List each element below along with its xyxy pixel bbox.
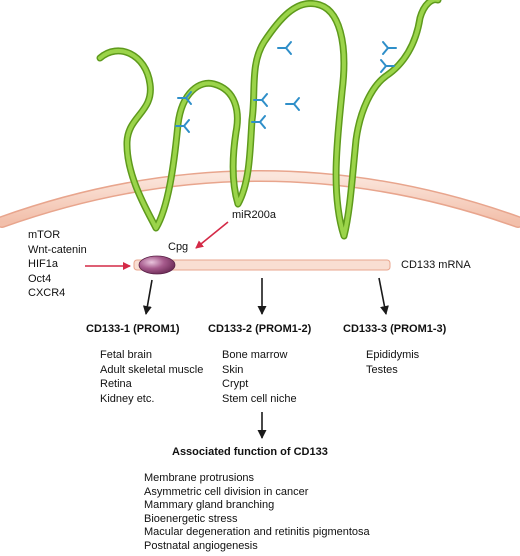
- mrna-label: CD133 mRNA: [401, 259, 471, 271]
- function-item: Bioenergetic stress: [144, 512, 238, 525]
- regulator-item: mTOR: [28, 229, 61, 241]
- isoform-tissue-list: Epididymis Testes: [366, 348, 419, 377]
- tissue-item: Epididymis: [366, 349, 420, 361]
- arrow-isoform-1: [142, 279, 153, 315]
- tissue-item: Skin: [222, 363, 244, 376]
- cpg-label: Cpg: [168, 241, 189, 253]
- tissue-item: Bone marrow: [222, 349, 288, 361]
- regulator-item: CXCR4: [28, 287, 66, 299]
- function-item: Postnatal angiogenesis: [144, 539, 258, 552]
- function-list: Membrane protrusions Asymmetric cell div…: [144, 472, 370, 554]
- tissue-item: Stem cell niche: [222, 392, 297, 405]
- regulator-item: Wnt-catenin: [28, 243, 87, 256]
- tissue-item: Testes: [366, 363, 398, 376]
- mirna-label: miR200a: [232, 209, 277, 221]
- function-item: Asymmetric cell division in cancer: [144, 485, 309, 498]
- tissue-item: Kidney etc.: [100, 392, 155, 405]
- regulator-list: mTOR Wnt-catenin HIF1a Oct4 CXCR4: [28, 228, 87, 301]
- regulator-item: Oct4: [28, 272, 52, 285]
- isoform-title: CD133-1 (PROM1): [86, 323, 180, 335]
- function-item: Mammary gland branching: [144, 499, 275, 512]
- arrow-isoform-3: [378, 277, 389, 315]
- isoform-tissue-list: Bone marrow Skin Crypt Stem cell niche: [222, 348, 297, 406]
- functions-title: Associated function of CD133: [172, 446, 328, 458]
- regulator-item: HIF1a: [28, 258, 58, 270]
- isoform-title: CD133-3 (PROM1-3): [343, 323, 447, 335]
- tissue-item: Retina: [100, 378, 132, 390]
- glycan-icons: [175, 41, 397, 133]
- mirna-arrow: [195, 221, 229, 249]
- tissue-item: Adult skeletal muscle: [100, 363, 204, 376]
- isoform-tissue-list: Fetal brain Adult skeletal muscle Retina…: [100, 348, 203, 406]
- cpg-site: [138, 255, 176, 275]
- tissue-item: Crypt: [222, 378, 249, 390]
- mrna-bar: [133, 259, 391, 271]
- cd133-protein: [96, 0, 442, 240]
- isoform-title: CD133-2 (PROM1-2): [208, 323, 312, 335]
- function-item: Membrane protrusions: [144, 472, 255, 484]
- tissue-item: Fetal brain: [100, 349, 152, 361]
- function-item: Macular degeneration and retinitis pigme…: [144, 526, 370, 539]
